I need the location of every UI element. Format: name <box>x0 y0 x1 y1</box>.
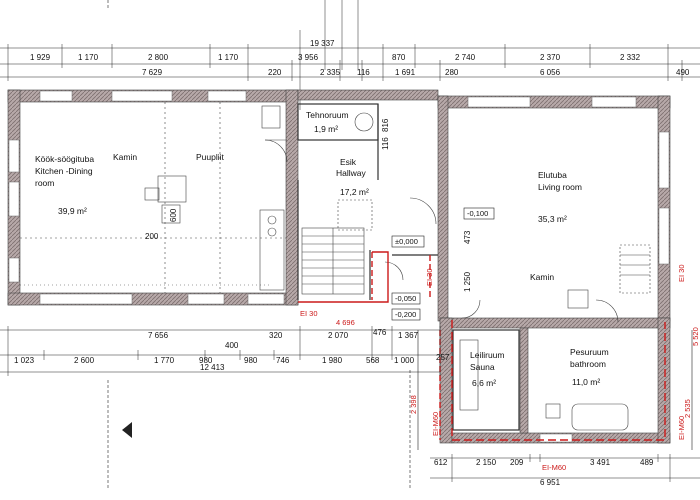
dim-top-4: 1 170 <box>218 53 239 62</box>
top-dimension-chain <box>0 0 700 110</box>
dim-4696: 4 696 <box>336 318 355 327</box>
hallway-area: 17,2 m² <box>340 187 369 197</box>
fire-label-1: EI 30 <box>300 309 318 318</box>
dim-1250: 1 250 <box>463 271 472 292</box>
dim-top-r2-6: 280 <box>445 68 459 77</box>
dim-116: 116 <box>381 137 390 150</box>
dim-top-r2-1: 7 629 <box>142 68 163 77</box>
tech-area: 1,9 m² <box>314 124 338 134</box>
dim-top-r2-7: 6 056 <box>540 68 561 77</box>
dim-top-6: 870 <box>392 53 406 62</box>
dim-bot-r3-2: 2 150 <box>476 458 497 467</box>
dim-top-3: 2 800 <box>148 53 169 62</box>
bottom-dimension-chain <box>0 326 700 482</box>
dim-bot-1: 7 656 <box>148 331 169 340</box>
dim-right-edge: 5 520 <box>691 327 700 346</box>
dim-top-8: 2 370 <box>540 53 561 62</box>
dim-bot-r2-1: 1 023 <box>14 356 35 365</box>
kitchen-puupliit: Puupliit <box>196 152 225 162</box>
dim-bot-r2-10: 257 <box>436 353 450 362</box>
bath-name-1: Pesuruum <box>570 347 609 357</box>
dim-bot-r2-4: 980 <box>199 356 213 365</box>
section-marker <box>107 0 411 490</box>
dim-200: 200 <box>145 232 159 241</box>
fire-label-6: EI-M60 <box>677 416 686 440</box>
dim-bot-r2-9: 1 000 <box>394 356 415 365</box>
dim-bot-r2-2: 2 600 <box>74 356 95 365</box>
fire-label-5: EI-M60 <box>542 463 566 472</box>
dim-bot-5: 1 367 <box>398 331 419 340</box>
dim-bot-r2-6: 746 <box>276 356 290 365</box>
hallway-name-1: Esik <box>340 157 357 167</box>
dim-top-7: 2 740 <box>455 53 476 62</box>
dim-816: 816 <box>381 118 390 132</box>
kitchen-fixtures <box>20 102 286 293</box>
exterior-walls <box>7 89 671 444</box>
level-4: -0,200 <box>395 310 416 319</box>
dim-bot-r2-8: 568 <box>366 356 380 365</box>
kitchen-kamin: Kamin <box>113 152 137 162</box>
living-name-2: Living room <box>538 182 582 192</box>
hallway-name-2: Hallway <box>336 168 367 178</box>
dim-bot-r2-3: 1 770 <box>154 356 175 365</box>
dim-top-r2-2: 220 <box>268 68 282 77</box>
fire-rated-lines <box>298 251 666 441</box>
dim-bot-r3-1: 612 <box>434 458 448 467</box>
level-2: -0,100 <box>467 209 488 218</box>
living-area: 35,3 m² <box>538 214 567 224</box>
dim-bot-r3-4: 3 491 <box>590 458 611 467</box>
fire-label-3: EI 30 <box>677 264 686 282</box>
bath-area: 11,0 m² <box>572 377 600 387</box>
dim-bot-r2-7: 1 980 <box>322 356 343 365</box>
dim-bot-r2-5: 980 <box>244 356 258 365</box>
windows <box>8 90 670 443</box>
bath-name-2: bathroom <box>570 359 606 369</box>
level-3: -0,050 <box>395 294 416 303</box>
bathroom-fixtures <box>354 112 629 431</box>
dim-bot-r3-5: 489 <box>640 458 654 467</box>
kitchen-name-3: room <box>35 178 54 188</box>
dim-473: 473 <box>463 230 472 244</box>
dim-bot-total-right: 6 951 <box>540 478 561 487</box>
dim-top-r2-4: 116 <box>357 68 370 77</box>
fire-label-4: EI-M60 <box>431 412 440 436</box>
dim-bot-4: 476 <box>373 328 387 337</box>
dim-vert-right: 2 535 <box>683 399 692 418</box>
dim-top-1: 1 929 <box>30 53 51 62</box>
sauna-name-1: Leiliruum <box>470 350 505 360</box>
dim-top-r2-5: 1 691 <box>395 68 416 77</box>
sauna-area: 6,6 m² <box>472 378 496 388</box>
level-boxes <box>391 207 495 321</box>
living-kamin: Kamin <box>530 272 554 282</box>
interior-walls <box>297 103 520 431</box>
level-1: ±0,000 <box>395 237 418 246</box>
kitchen-area: 39,9 m² <box>58 206 87 216</box>
dim-bot-mid: 400 <box>225 341 239 350</box>
staircase <box>301 199 651 295</box>
kitchen-name-1: Köök-söögituba <box>35 154 94 164</box>
kitchen-name-2: Kitchen -Dining <box>35 166 93 176</box>
dim-bot-2: 320 <box>269 331 283 340</box>
dim-bot-3: 2 070 <box>328 331 349 340</box>
dim-bot-r3-3: 209 <box>510 458 524 467</box>
dim-top-5: 3 956 <box>298 53 319 62</box>
dim-600: 600 <box>169 208 178 222</box>
dim-top-9: 2 332 <box>620 53 641 62</box>
dim-top-r2-8: 490 <box>676 68 690 77</box>
dim-top-r2-3: 2 335 <box>320 68 341 77</box>
living-name-1: Elutuba <box>538 170 567 180</box>
dim-top-2: 1 170 <box>78 53 99 62</box>
sauna-name-2: Sauna <box>470 362 495 372</box>
dim-bot-total-left: 12 413 <box>200 363 225 372</box>
fire-label-2: EI 30 <box>425 268 434 286</box>
tech-name: Tehnoruum <box>306 110 349 120</box>
dim-vert-left: 2 398 <box>409 395 418 414</box>
dim-total-top: 19 337 <box>310 39 335 48</box>
